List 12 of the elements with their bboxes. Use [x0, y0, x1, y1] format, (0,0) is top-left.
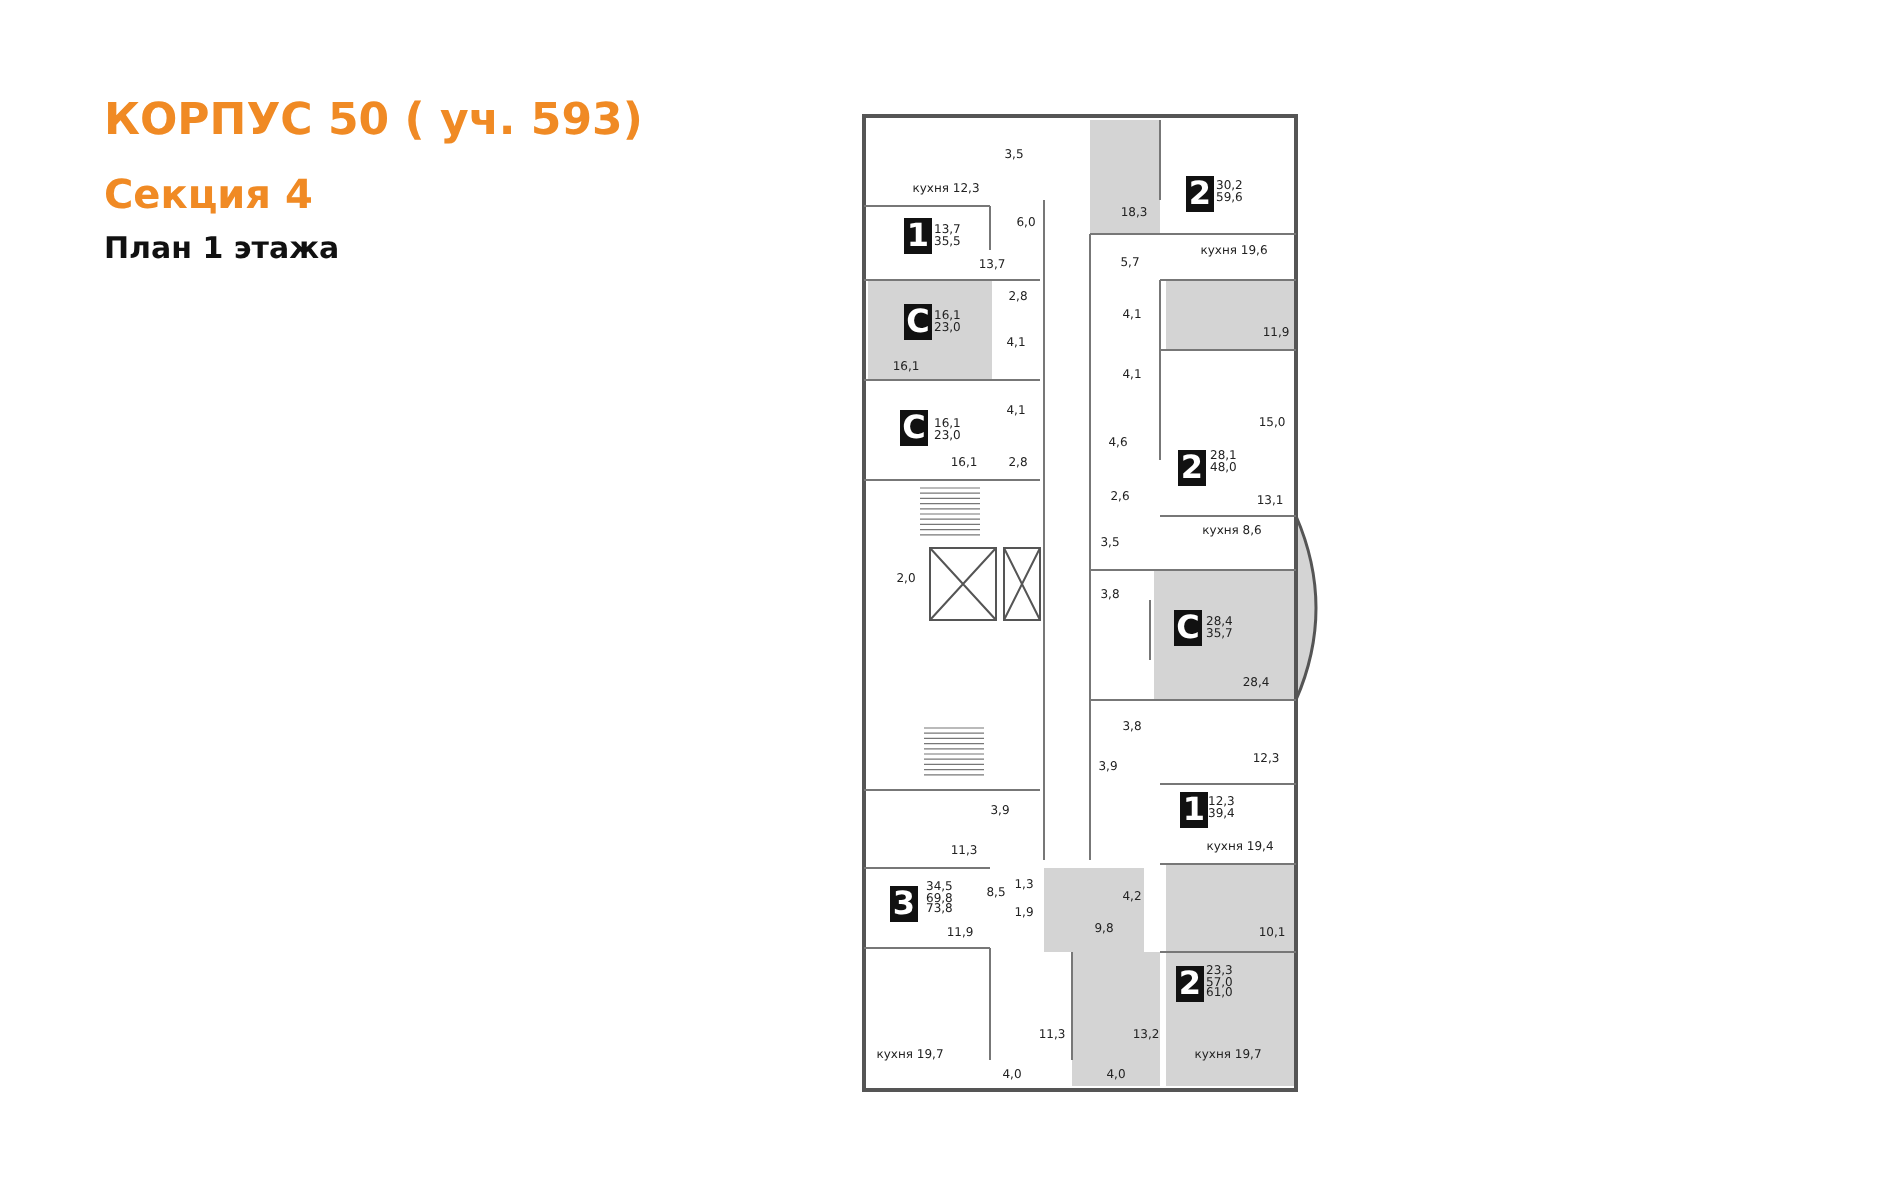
section-heading: Секция 4: [104, 170, 313, 218]
room-count-badge: 3: [890, 886, 918, 922]
room-count-badge: 2: [1186, 176, 1214, 212]
room-count-badge: С: [1174, 610, 1202, 646]
room-count-badge: 2: [1176, 966, 1204, 1002]
room-count-badge: С: [904, 304, 932, 340]
floor-heading: План 1 этажа: [104, 230, 340, 266]
room-count-badge: С: [900, 410, 928, 446]
room-count-badge: 1: [1180, 792, 1208, 828]
room-count-badge: 2: [1178, 450, 1206, 486]
room-count-badge: 1: [904, 218, 932, 254]
title: КОРПУС 50 ( уч. 593): [104, 96, 643, 146]
